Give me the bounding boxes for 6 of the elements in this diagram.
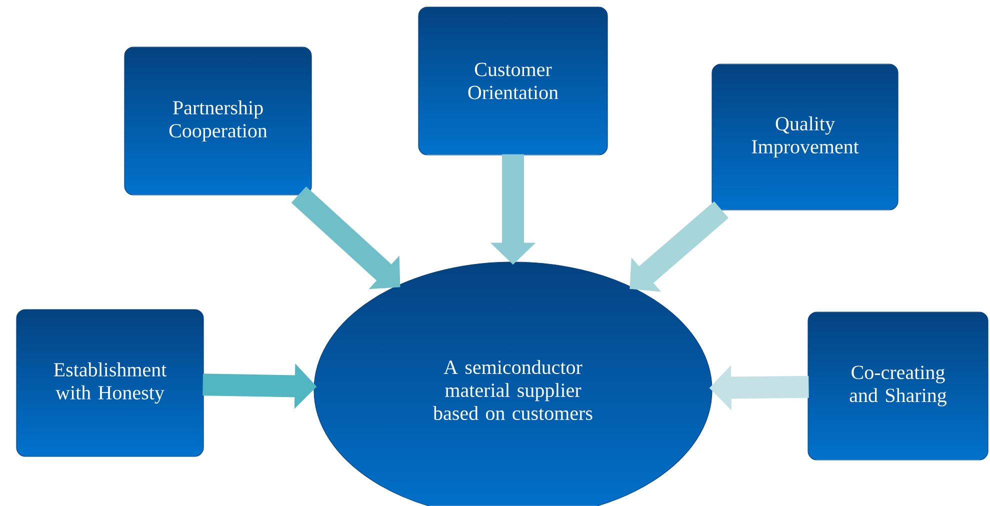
- process-box: Quality Improvement: [712, 64, 898, 210]
- process-box: Establishment with Honesty: [16, 309, 204, 457]
- block-arrow: [630, 201, 729, 292]
- process-box: Customer Orientation: [418, 6, 608, 156]
- process-box: Partnership Cooperation: [124, 46, 312, 196]
- process-box: Co-creating and Sharing: [808, 312, 988, 460]
